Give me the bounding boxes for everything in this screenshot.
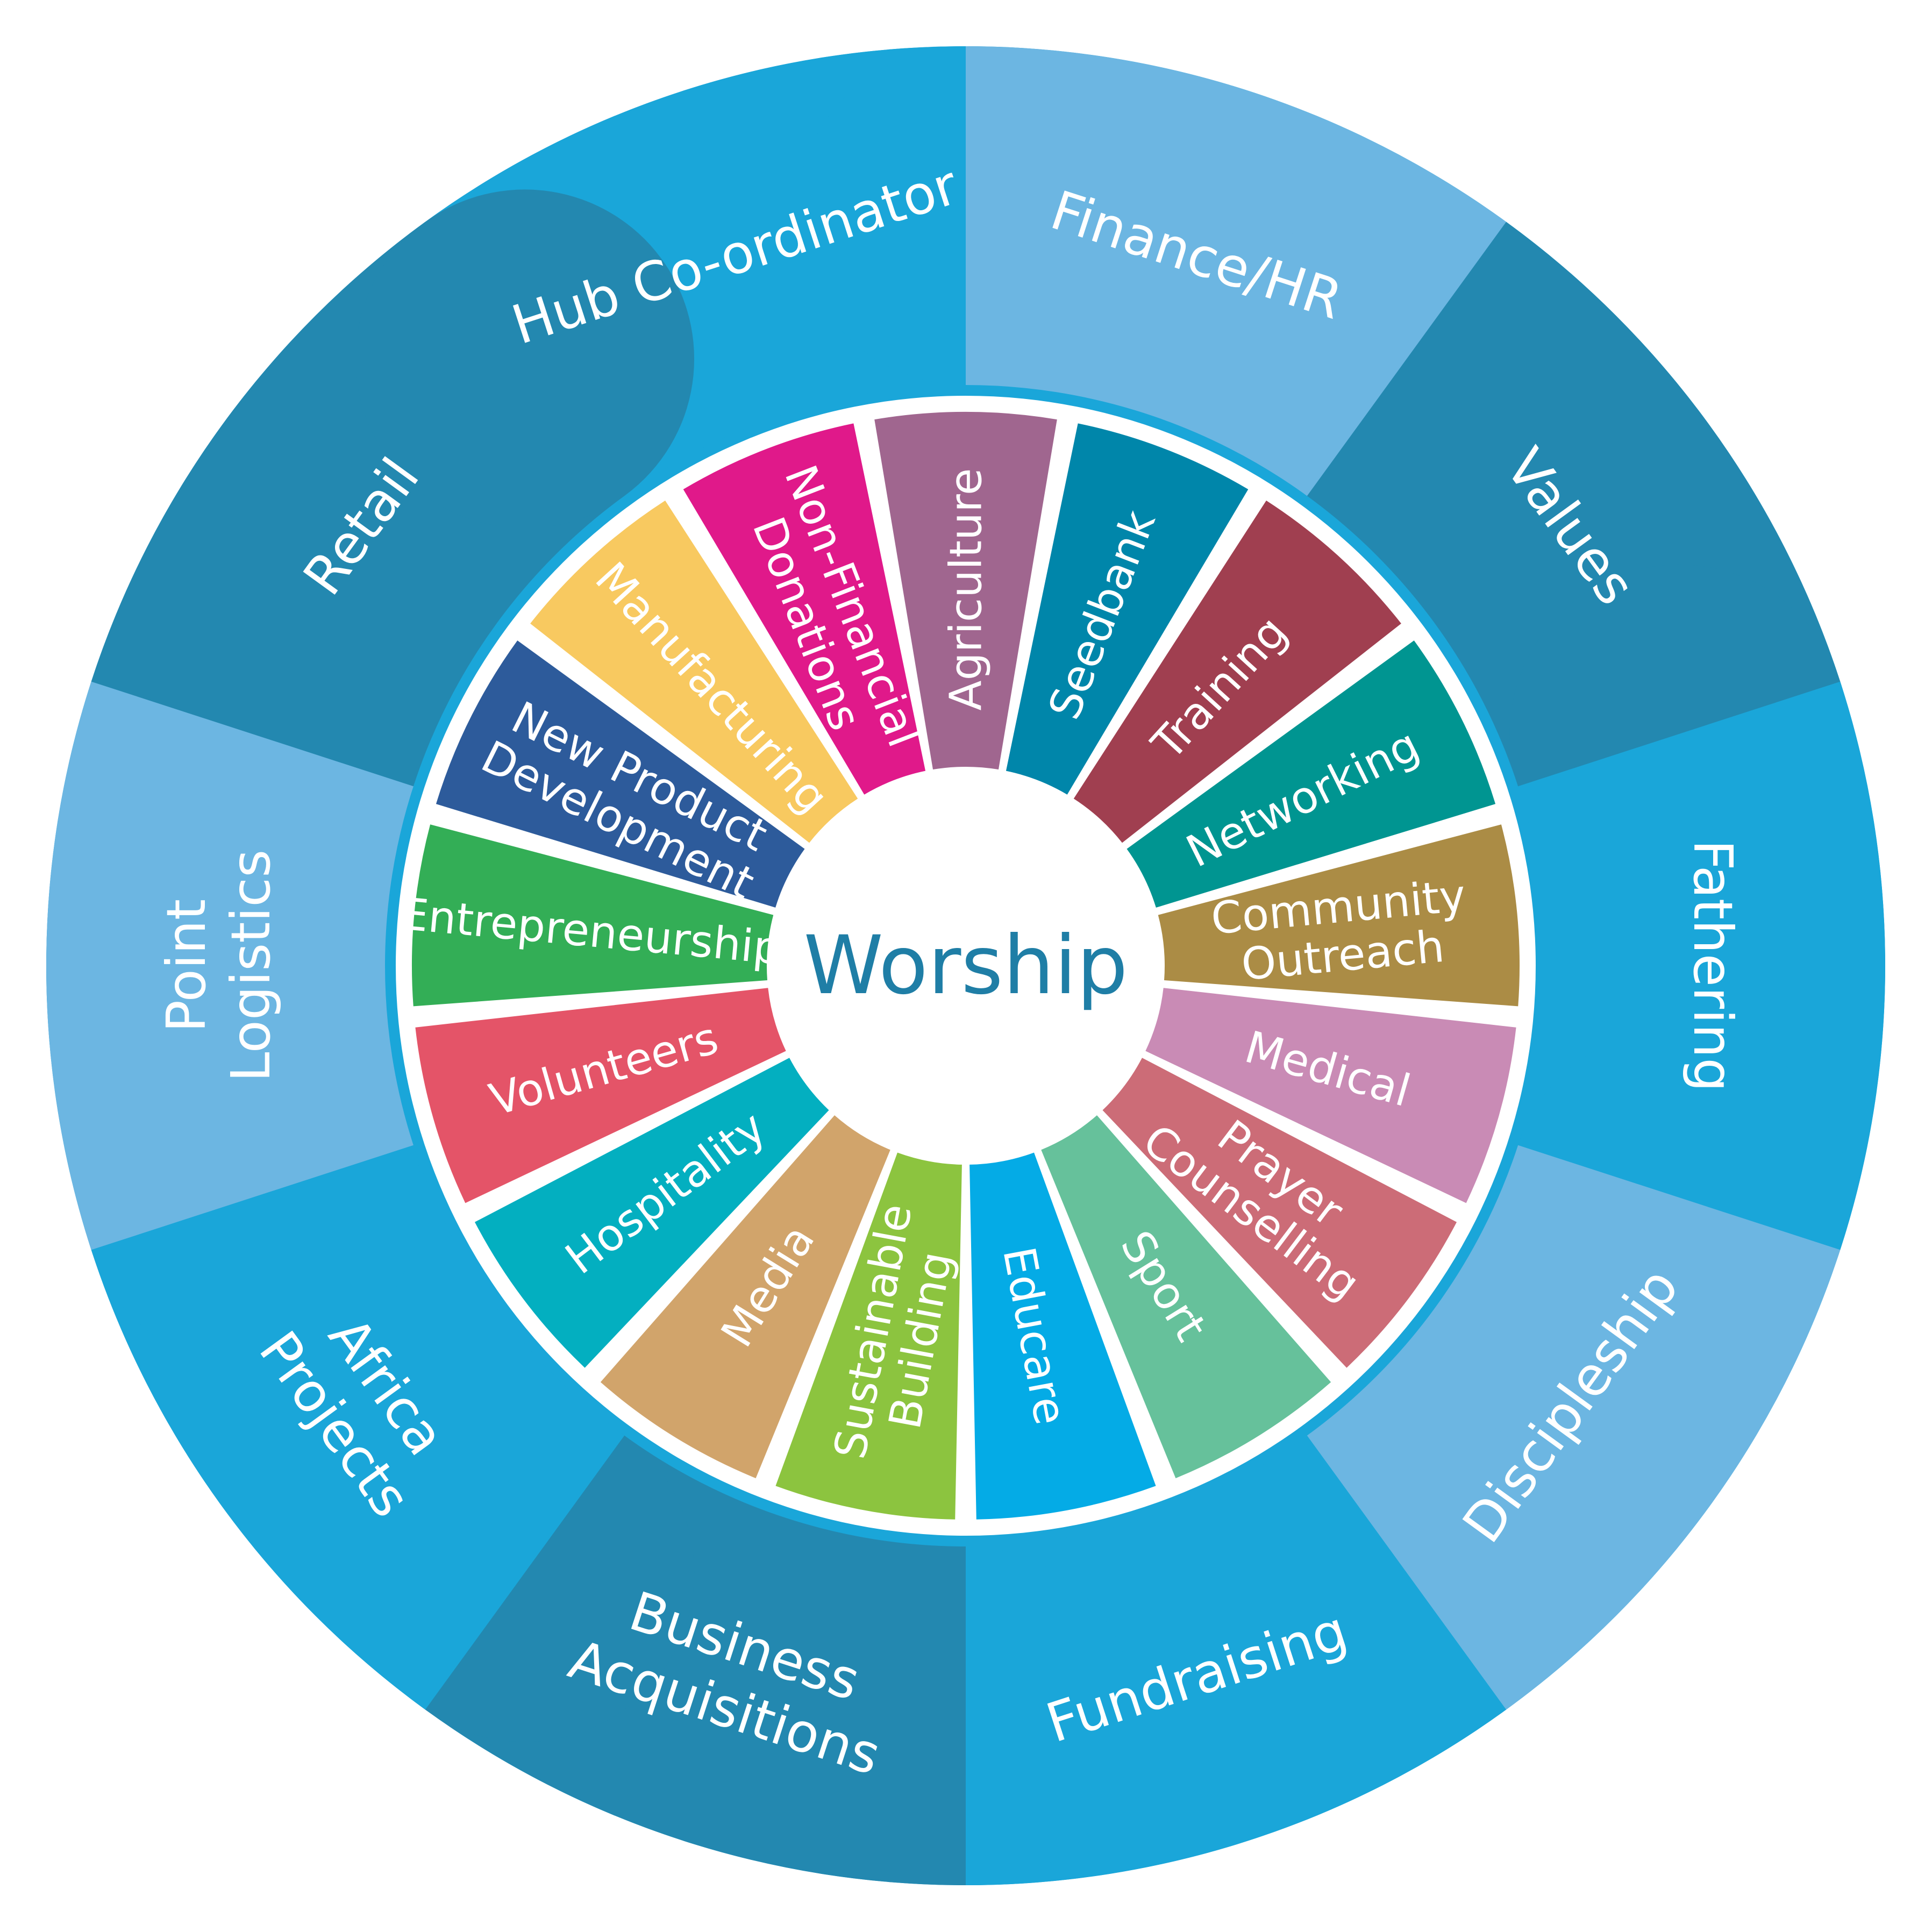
center-circle <box>778 778 1154 1154</box>
segment-manufacturing <box>530 500 858 843</box>
segment-training <box>1073 500 1401 843</box>
segment-sustainable-building <box>775 1152 962 1520</box>
segment-community-outreach <box>1158 824 1520 1007</box>
segment-community-outreach-label: CommunityOutreach <box>1209 871 1472 993</box>
segment-agriculture-label: Agriculture <box>941 468 992 711</box>
segment-hospitality <box>474 1058 829 1368</box>
outer-label-line: Logistics <box>219 850 282 1082</box>
segment-educare <box>969 1152 1156 1520</box>
outer-label-fathering: Fathering <box>1681 839 1744 1092</box>
segment-seedbank <box>1006 423 1249 795</box>
segment-volunteers <box>415 988 786 1203</box>
segment-prayer-counselling <box>1102 1058 1457 1368</box>
segment-medical <box>1145 988 1516 1203</box>
outer-label-line: Point <box>155 899 218 1032</box>
segment-new-product-development <box>436 640 805 908</box>
outer-label-point-logistics: PointLogistics <box>155 850 282 1082</box>
segment-media <box>600 1115 890 1479</box>
segment-non-financial-donations <box>683 423 926 795</box>
segment-agriculture <box>874 412 1057 770</box>
segment-networking <box>1127 640 1496 908</box>
segment-sport <box>1041 1115 1331 1479</box>
outer-band-bulge <box>355 189 695 529</box>
segment-entrepreneurship <box>412 824 774 1007</box>
outer-label-line: Fathering <box>1681 839 1744 1092</box>
center-label: Worship <box>803 919 1128 1013</box>
center-hub: Worship <box>778 778 1154 1154</box>
segment-label-line: Agriculture <box>941 468 992 711</box>
